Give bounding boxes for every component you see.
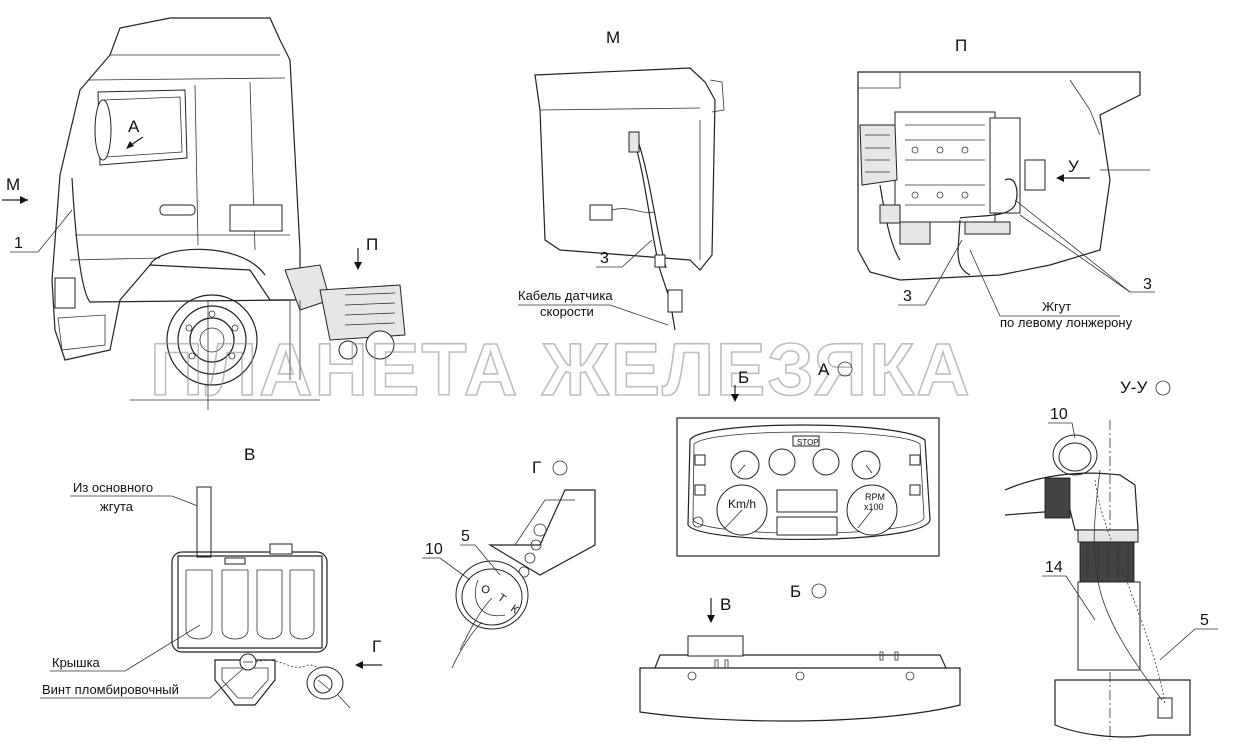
seal-screw-label: Винт пломбировочный [42,682,179,697]
dashboard-drawing [676,417,940,557]
watermark: ПЛАНЕТА ЖЕЛЕЗЯКА [150,328,972,411]
sensor-detail-drawing [1004,420,1191,740]
section-b-title: Б [790,582,801,601]
rotate-b-icon [811,583,827,599]
arrow-a-label: А [128,117,140,136]
section-g-title: Г [532,458,541,477]
cover-label: Крышка [52,655,101,670]
cable-label-line1: Кабель датчика [518,288,613,303]
cable-label-line2: скорости [540,304,594,319]
callout-3-p-right: 3 [1143,276,1152,293]
callout-3-m: 3 [600,250,609,267]
callout-14: 14 [1045,559,1063,576]
arrow-p-label: П [366,235,378,254]
section-a-title: А [818,360,830,379]
harness-label-line2: по левому лонжерону [1000,315,1133,330]
harness-label-line1: Жгут [1042,299,1071,314]
arrow-u-label: У [1068,157,1079,176]
view-m-title: М [606,28,620,47]
callout-5-u: 5 [1200,612,1209,629]
callout-10-u: 10 [1050,406,1068,423]
section-uu-title: У-У [1120,378,1147,397]
callout-10-g: 10 [425,541,443,558]
arrow-v-label: В [720,595,731,614]
callout-3-p-left: 3 [903,288,912,305]
fuse-box-drawing [171,486,351,709]
stop-label: STOP [797,438,819,447]
rotate-uu-icon [1155,380,1171,396]
seal-detail-drawing [451,489,596,669]
view-p-title: П [955,36,967,55]
arrow-b-label: Б [738,368,749,387]
x100-label: x100 [864,502,884,512]
view-p-drawing [857,71,1150,281]
callout-5-g: 5 [461,528,470,545]
main-harness-line2: жгута [100,499,134,514]
view-v-title: В [244,445,255,464]
main-harness-line1: Из основного [73,480,153,495]
rotate-g-icon [552,460,568,476]
arrow-m-label: М [6,175,20,194]
rotate-a-icon [837,361,853,377]
view-m-drawing [534,67,725,331]
arrow-g-label: Г [372,637,381,656]
callout-1: 1 [14,235,23,252]
panel-underside-drawing [639,635,961,722]
kmh-label: Km/h [728,497,756,511]
rpm-label: RPM [865,492,885,502]
truck-cab-drawing [51,17,406,410]
